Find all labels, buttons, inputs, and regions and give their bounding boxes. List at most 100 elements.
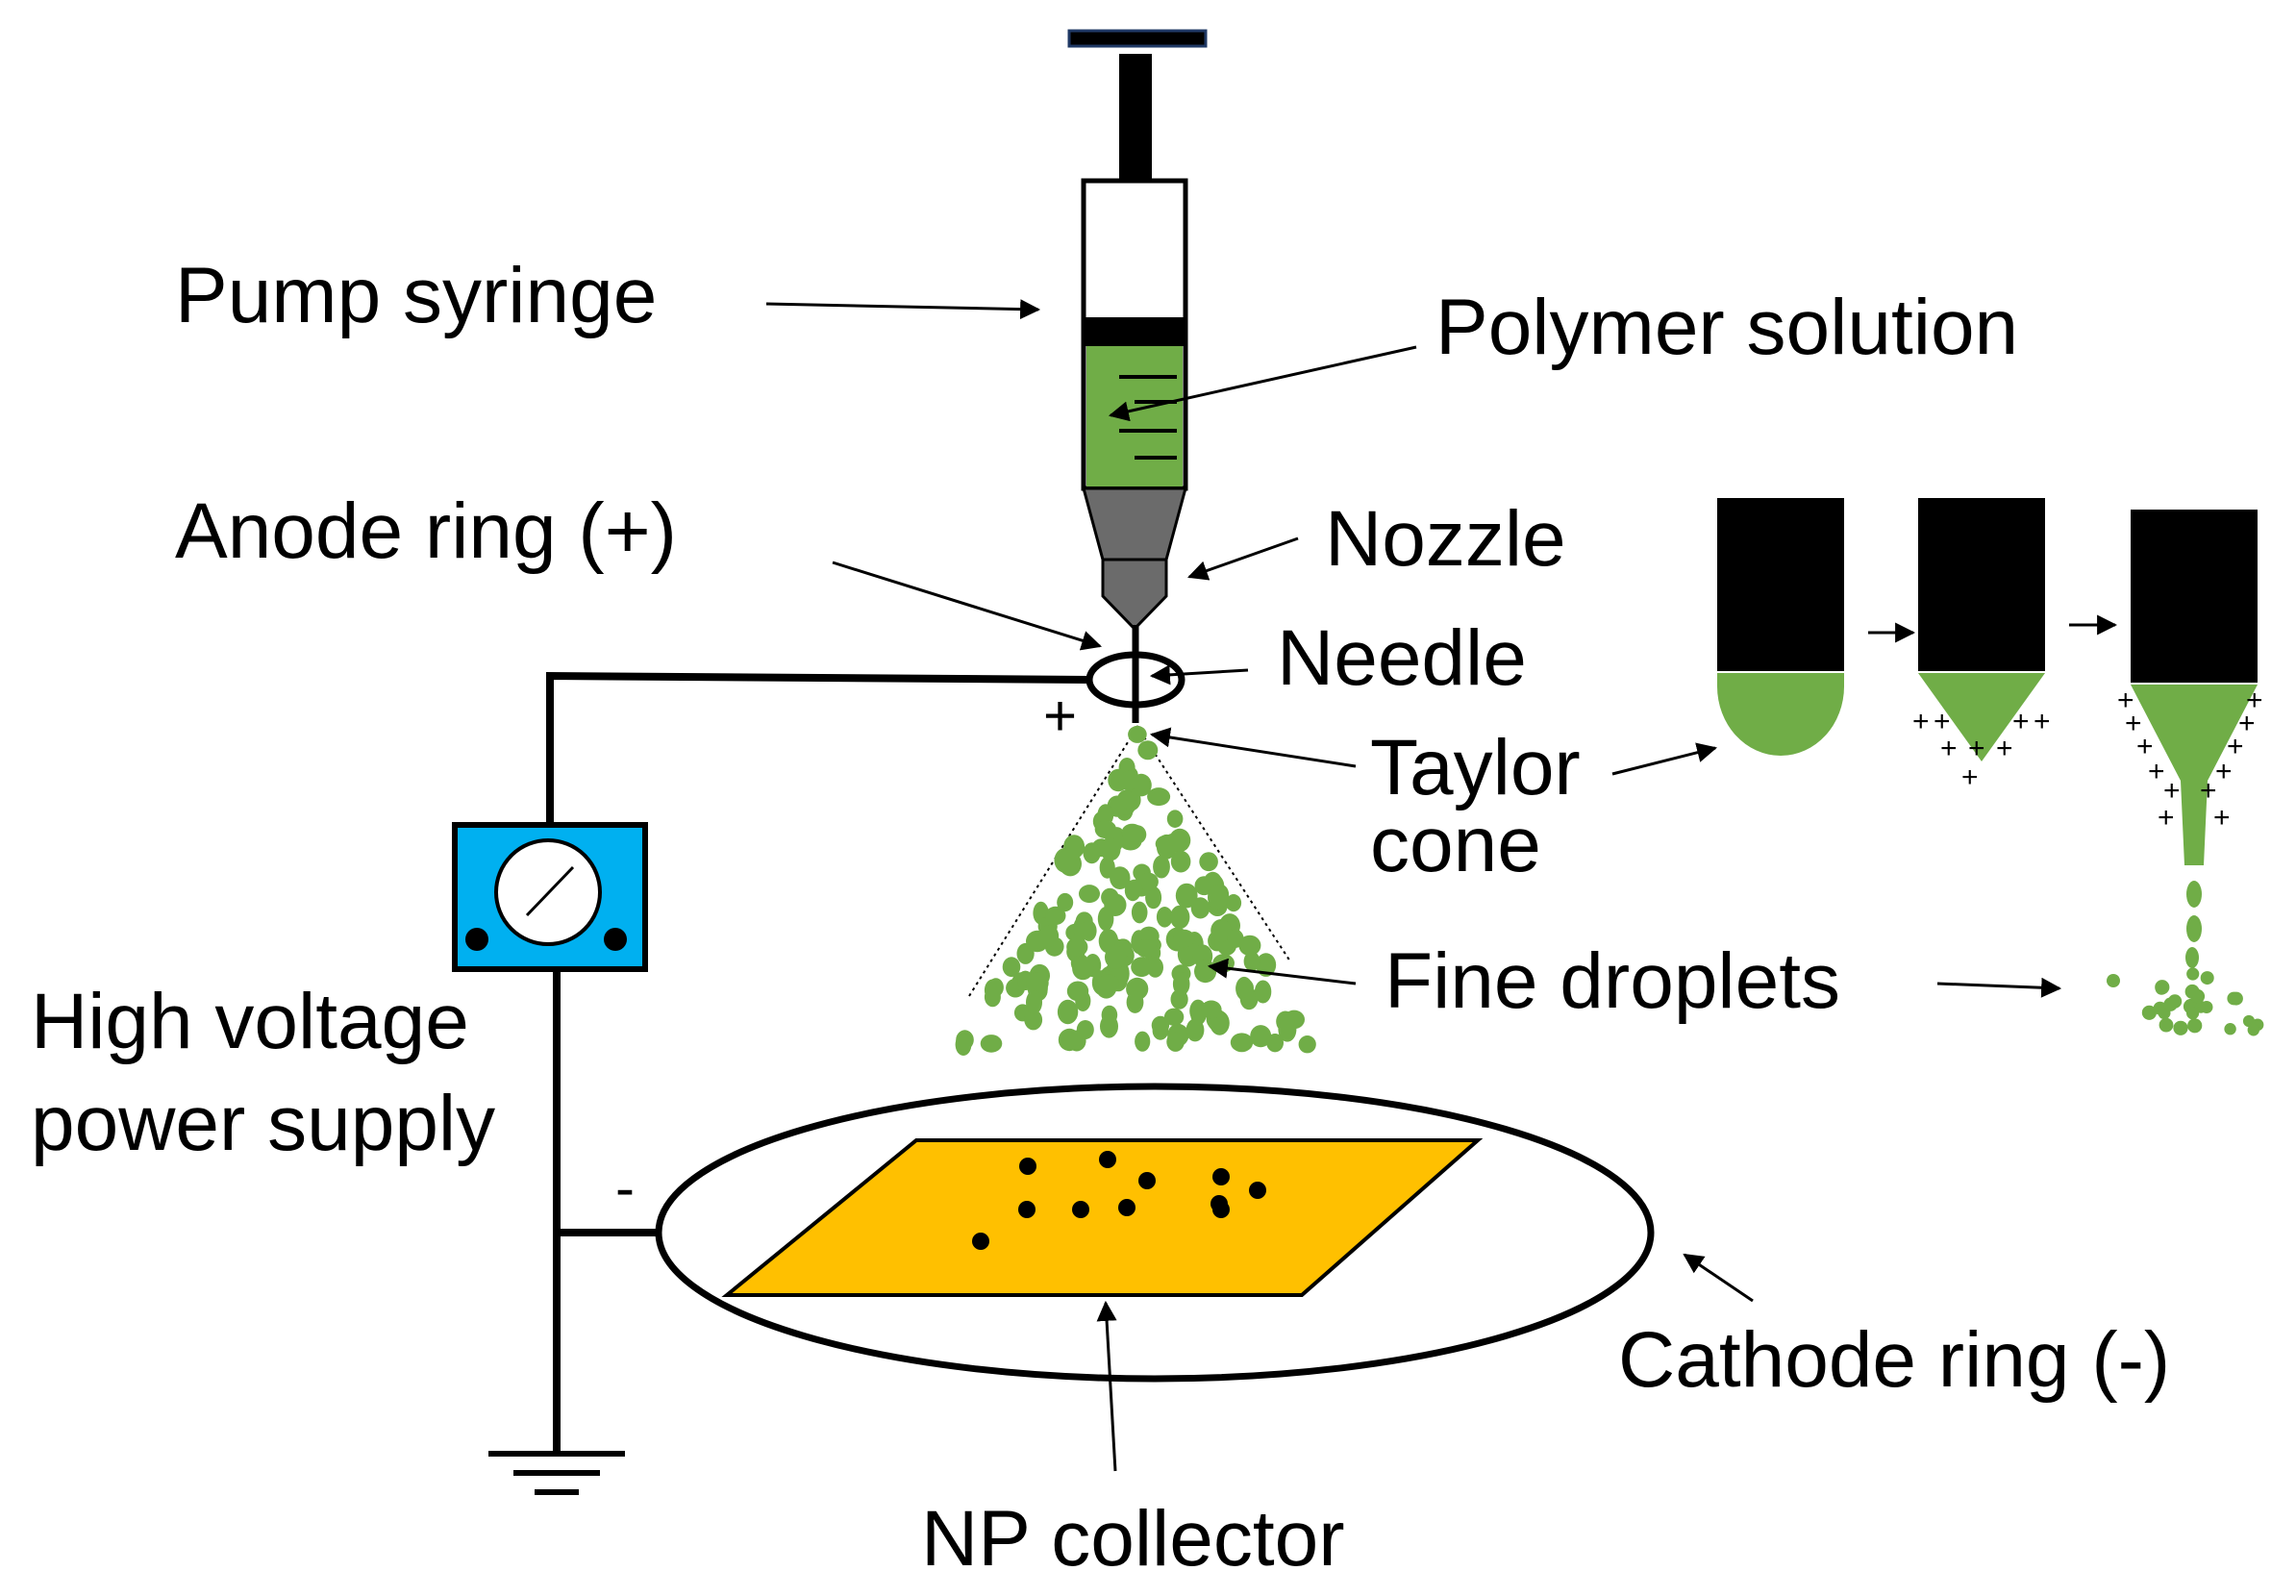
label-anode-ring: Anode ring (+) <box>175 487 677 575</box>
droplet <box>1163 1008 1185 1027</box>
droplet <box>2186 1007 2200 1020</box>
droplet <box>1128 725 1147 743</box>
droplet <box>2186 967 2200 981</box>
terminal-right <box>604 928 627 951</box>
pump-syringe <box>1067 29 1208 723</box>
droplet <box>2200 1001 2213 1013</box>
droplet <box>1057 892 1074 912</box>
droplet <box>2163 997 2178 1011</box>
terminal-left <box>465 928 488 951</box>
svg-text:+: + <box>1912 706 1930 737</box>
droplet <box>1156 907 1173 928</box>
svg-text:+: + <box>1934 706 1951 737</box>
droplet <box>1236 979 1254 998</box>
svg-text:+: + <box>1961 761 1979 793</box>
droplet <box>1118 770 1139 791</box>
droplet <box>1126 990 1144 1013</box>
droplet <box>984 979 1002 1002</box>
spray-plume <box>955 725 1316 1056</box>
label-nozzle: Nozzle <box>1325 495 1566 583</box>
droplet <box>2187 1018 2203 1034</box>
droplet <box>955 1034 972 1056</box>
nozzle-taper <box>1082 486 1187 561</box>
label-needle: Needle <box>1277 614 1527 702</box>
svg-text:+: + <box>2246 685 2263 716</box>
droplet <box>1104 893 1127 916</box>
arrow-pump-syringe <box>765 299 1041 320</box>
arrow-polymer-solution <box>1108 345 1417 422</box>
fine-droplets-cloud <box>955 725 1316 1056</box>
ground-symbol <box>488 1451 625 1495</box>
stage-1 <box>1717 498 1844 756</box>
svg-text:+: + <box>2158 802 2175 834</box>
nanoparticle <box>1249 1182 1266 1199</box>
taylor-cone-stages: + + + + + + + + + + + + + + + + + + + + <box>1717 498 2264 1036</box>
arrow-fine-droplets <box>1207 958 1357 985</box>
nanoparticles <box>972 1151 1266 1250</box>
droplet <box>1045 906 1066 926</box>
droplet <box>1276 1010 1295 1033</box>
label-polymer-solution: Polymer solution <box>1435 284 2018 371</box>
droplet <box>1135 1031 1151 1052</box>
droplet <box>2173 1020 2188 1035</box>
droplet <box>1100 1014 1118 1038</box>
droplet <box>1208 885 1228 910</box>
nanoparticle <box>1018 1201 1036 1218</box>
droplet <box>980 1035 1003 1053</box>
droplet <box>1131 957 1153 978</box>
arrow-np-collector <box>1096 1300 1117 1472</box>
svg-text:+: + <box>2238 708 2256 739</box>
droplet <box>1076 1020 1094 1039</box>
droplet <box>1153 855 1170 879</box>
droplet <box>1057 999 1079 1025</box>
droplet <box>1072 957 1094 981</box>
droplet <box>1097 974 1119 993</box>
gauge-needle <box>525 865 575 917</box>
svg-text:+: + <box>1968 733 1985 764</box>
droplet <box>2184 984 2200 999</box>
droplet <box>1266 1034 1284 1053</box>
svg-text:+: + <box>2227 731 2244 762</box>
droplet <box>1254 980 1272 1004</box>
droplet <box>1138 872 1159 891</box>
svg-text:+: + <box>2117 685 2134 716</box>
nanoparticle <box>1138 1172 1156 1189</box>
svg-text:+: + <box>1940 733 1958 764</box>
arrow-taylor-cone-inset <box>1611 742 1718 776</box>
droplet <box>1105 945 1127 969</box>
droplet <box>1250 1025 1272 1048</box>
svg-text:+: + <box>2215 756 2233 787</box>
droplet <box>1166 1032 1185 1052</box>
label-high-voltage: High voltage <box>31 978 469 1065</box>
droplet <box>2229 991 2243 1006</box>
droplet <box>1166 810 1184 828</box>
nanoparticle <box>1019 1158 1036 1175</box>
droplet <box>1058 1028 1081 1052</box>
label-cone: cone <box>1370 801 1541 888</box>
minus-sign: - <box>615 1156 635 1220</box>
droplet <box>1256 953 1277 977</box>
arrow-taylor-cone <box>1149 727 1357 768</box>
droplet <box>2159 1017 2174 1033</box>
droplet <box>1298 1035 1316 1054</box>
droplet <box>1168 828 1191 853</box>
droplet <box>1151 1015 1170 1035</box>
label-fine-droplets: Fine droplets <box>1385 937 1840 1025</box>
label-np-collector: NP collector <box>921 1495 1345 1583</box>
droplet <box>1194 960 1217 984</box>
label-power-supply: power supply <box>31 1080 495 1167</box>
droplet <box>1136 939 1157 958</box>
np-collector-plate <box>721 1138 1484 1297</box>
plus-sign: + <box>1043 684 1077 748</box>
droplet <box>1170 850 1191 873</box>
droplet <box>1170 905 1190 930</box>
droplet <box>1038 925 1060 948</box>
droplet <box>1099 857 1115 879</box>
svg-text:+: + <box>2200 775 2217 807</box>
droplet <box>1066 981 1089 1002</box>
droplet <box>1238 935 1261 957</box>
arrow-needle <box>1149 664 1249 686</box>
anode-wire <box>546 671 1090 825</box>
droplet <box>1066 937 1088 957</box>
